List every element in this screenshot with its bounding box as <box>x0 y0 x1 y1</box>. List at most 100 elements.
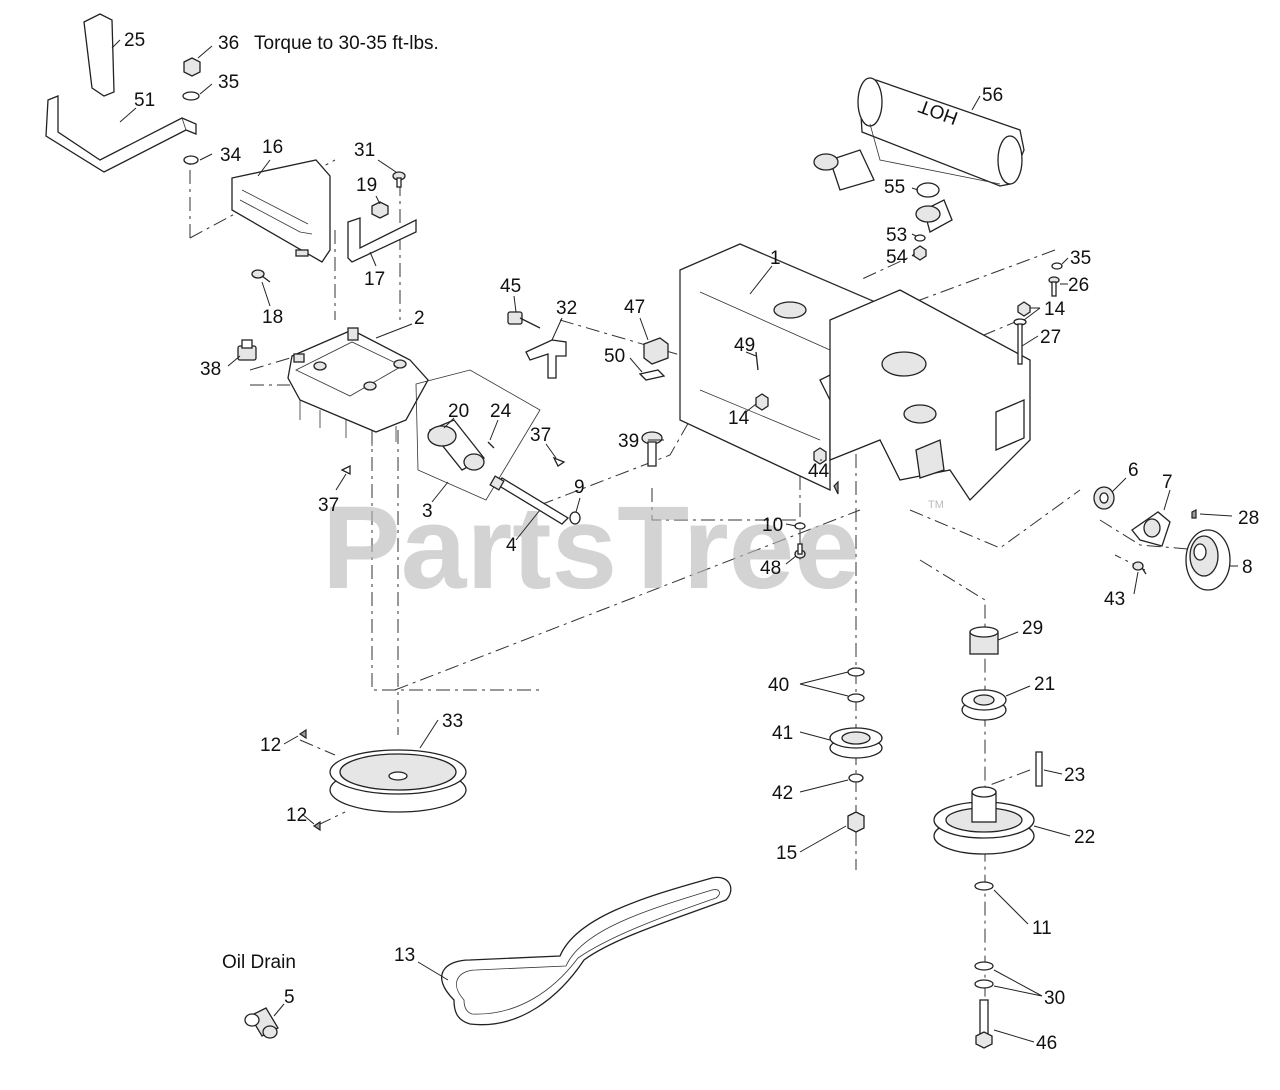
part-14-nut-a <box>755 393 769 411</box>
part-55-gasket <box>916 182 940 198</box>
part-22-pulley <box>933 786 1035 855</box>
oil-drain-note: Oil Drain <box>222 952 296 973</box>
callout-4: 4 <box>506 535 517 556</box>
callout-20: 20 <box>448 401 469 422</box>
callout-47: 47 <box>624 297 645 318</box>
callout-6: 6 <box>1128 460 1139 481</box>
part-39-bolt <box>641 431 663 467</box>
callout-17: 17 <box>364 269 385 290</box>
callout-18: 18 <box>262 307 283 328</box>
callout-30: 30 <box>1044 988 1065 1009</box>
callout-31: 31 <box>354 140 375 161</box>
part-12-screw-b <box>312 820 321 832</box>
callout-23: 23 <box>1064 765 1085 786</box>
part-16-cover <box>231 159 331 263</box>
part-44-nut <box>813 447 827 465</box>
part-18-bolt <box>251 269 271 283</box>
part-9-ring <box>569 511 581 525</box>
part-8-pulley <box>1185 529 1231 591</box>
callout-48: 48 <box>760 558 781 579</box>
callout-1: 1 <box>770 248 781 269</box>
part-21-bearing <box>961 689 1007 721</box>
callout-5: 5 <box>284 987 295 1008</box>
callout-14-right: 14 <box>1044 299 1066 320</box>
callout-43: 43 <box>1104 589 1125 610</box>
callout-12-bottom: 12 <box>286 805 307 826</box>
callout-39: 39 <box>618 431 639 452</box>
parts: HOT <box>45 13 1231 1049</box>
part-17-bracket <box>347 217 417 263</box>
part-27-rod <box>1013 318 1027 365</box>
part-15-nut <box>847 811 865 833</box>
watermark-text: PartsTree <box>322 482 860 614</box>
part-5-oil-drain <box>244 1007 279 1039</box>
callout-25: 25 <box>124 30 145 51</box>
callout-15: 15 <box>776 843 797 864</box>
part-6-bearing <box>1093 486 1115 510</box>
callout-36: 36 <box>218 33 239 54</box>
part-14-nut-b <box>1017 301 1031 317</box>
callout-41: 41 <box>772 723 793 744</box>
callout-19: 19 <box>356 175 377 196</box>
callout-33: 33 <box>442 711 463 732</box>
callout-45: 45 <box>500 276 521 297</box>
callout-37-left: 37 <box>318 495 339 516</box>
watermark: PartsTree TM <box>322 482 944 614</box>
part-46-bolt <box>975 999 993 1049</box>
callout-12-top: 12 <box>260 735 281 756</box>
part-13-belt <box>441 876 732 1026</box>
callout-50: 50 <box>604 346 625 367</box>
callout-24: 24 <box>490 401 512 422</box>
callout-29: 29 <box>1022 618 1043 639</box>
part-41-idler <box>829 727 883 759</box>
part-30-washer-b <box>974 979 994 989</box>
part-36-nut <box>183 57 201 77</box>
part-33-pulley <box>329 749 467 813</box>
part-34-washer <box>183 155 199 165</box>
callout-16: 16 <box>262 137 283 158</box>
part-35-washer-b <box>1051 262 1063 270</box>
callout-2: 2 <box>414 308 425 329</box>
callout-10: 10 <box>762 515 783 536</box>
part-30-washer-a <box>974 961 994 971</box>
callout-3: 3 <box>422 501 433 522</box>
part-42-washer <box>848 773 864 783</box>
part-10-washer <box>794 522 806 530</box>
part-12-screw-a <box>298 728 307 740</box>
callout-13: 13 <box>394 945 415 966</box>
part-1-frame <box>679 243 1031 502</box>
part-38-fitting <box>237 339 257 361</box>
part-29-spacer <box>969 626 999 655</box>
part-23-key <box>1035 751 1043 787</box>
callout-35-top: 35 <box>218 72 239 93</box>
part-2-gearbox <box>287 327 429 446</box>
part-37-key-b <box>552 456 566 467</box>
part-31-bolt <box>392 171 406 188</box>
callout-28: 28 <box>1238 508 1259 529</box>
callout-26: 26 <box>1068 275 1089 296</box>
part-7-flange <box>1131 511 1171 547</box>
part-26-bolt <box>1048 276 1060 297</box>
part-35-washer <box>182 91 200 101</box>
part-40-washer-b <box>847 693 865 703</box>
callout-38: 38 <box>200 359 221 380</box>
part-53-washer <box>914 234 926 242</box>
part-51-lever <box>45 95 197 173</box>
callout-labels: 25 51 36 Torque to 30-35 ft-lbs. 35 34 1… <box>124 30 1259 1054</box>
callout-49: 49 <box>734 335 755 356</box>
callout-14-center: 14 <box>728 408 750 429</box>
part-48-bolt <box>794 543 806 559</box>
part-50-plate <box>638 369 666 381</box>
callout-56: 56 <box>982 85 1003 106</box>
part-24-pin <box>487 441 495 449</box>
part-19-nut <box>371 201 389 219</box>
part-25-grip <box>83 13 115 97</box>
callout-46: 46 <box>1036 1033 1057 1054</box>
callout-54: 54 <box>886 247 908 268</box>
leader-lines <box>111 39 1238 1043</box>
part-54-nut <box>913 245 927 261</box>
callout-44: 44 <box>808 461 830 482</box>
part-45-bolt <box>507 311 541 329</box>
callout-27: 27 <box>1040 327 1061 348</box>
part-43-bolt <box>1132 561 1147 575</box>
